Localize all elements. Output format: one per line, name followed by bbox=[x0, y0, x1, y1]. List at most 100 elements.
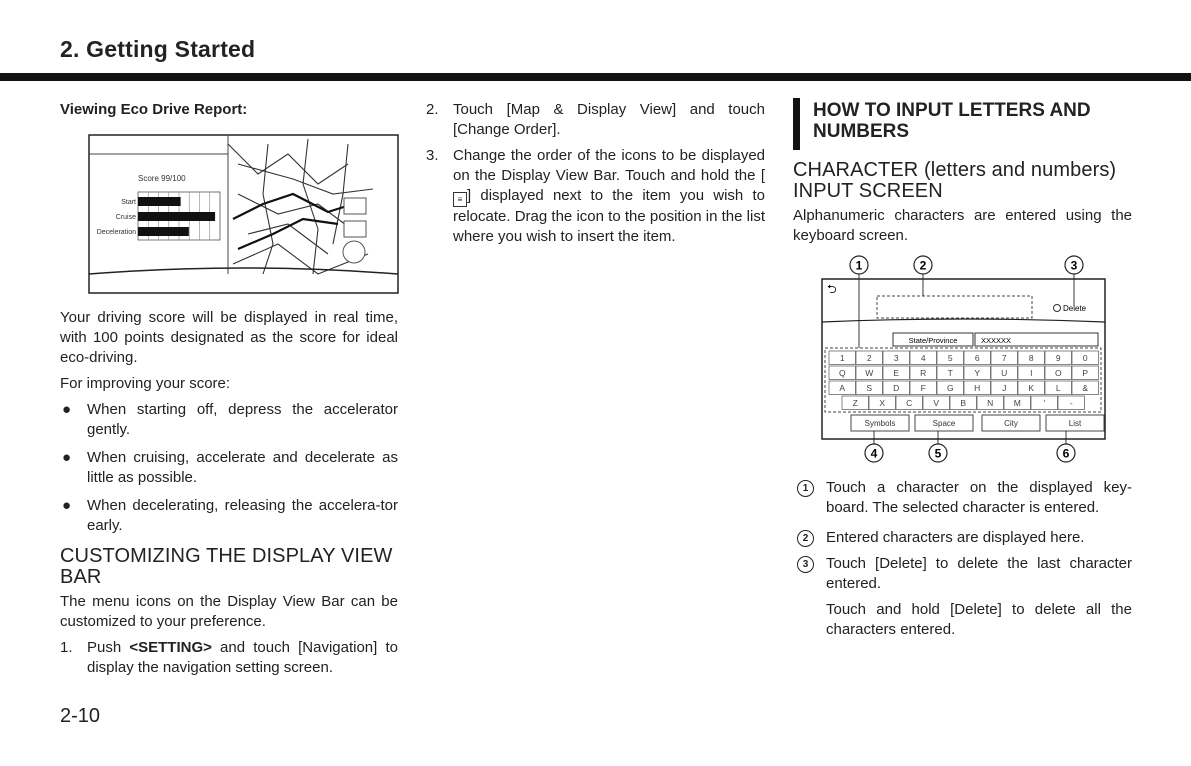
keyboard-key[interactable] bbox=[868, 395, 896, 410]
score-label: Score 99/100 bbox=[138, 174, 186, 183]
callout-text: Touch a character on the displayed key-b… bbox=[826, 479, 1132, 516]
keyboard-key[interactable] bbox=[1057, 395, 1085, 410]
keyboard-key-label: 0 bbox=[1083, 353, 1088, 363]
keyboard-bottom-button[interactable] bbox=[850, 414, 910, 432]
keyboard-key-label: O bbox=[1055, 368, 1062, 378]
section-title-customize: CUSTOMIZING THE DISPLAY VIEW BAR bbox=[60, 545, 393, 588]
bullet-item: ●When cruising, accelerate and decelerat… bbox=[62, 449, 398, 486]
keyboard-key[interactable] bbox=[936, 365, 964, 380]
keyboard-bottom-button-label: List bbox=[1069, 419, 1082, 428]
keyboard-key[interactable] bbox=[976, 395, 1004, 410]
callout-number: 2 bbox=[797, 530, 814, 547]
keyboard-key-label: & bbox=[1082, 383, 1088, 393]
step-text-post: and touch [Navigation] to display the na… bbox=[87, 639, 398, 676]
keyboard-key-label: A bbox=[839, 383, 845, 393]
keyboard-key[interactable] bbox=[1044, 365, 1072, 380]
state-value: XXXXXX bbox=[981, 336, 1011, 345]
keyboard-key[interactable] bbox=[882, 380, 910, 395]
keyboard-key-label: 1 bbox=[840, 353, 845, 363]
bullet-text: When decelerating, releasing the acceler… bbox=[87, 497, 398, 534]
keyboard-key[interactable] bbox=[990, 380, 1018, 395]
keyboard-key[interactable] bbox=[909, 365, 937, 380]
eco-report-illustration: Score 99/100 Start Cruise Deceleration bbox=[88, 134, 399, 294]
callout-circle bbox=[928, 443, 948, 463]
callout-text: Entered characters are displayed here. bbox=[826, 529, 1085, 546]
keyboard-key[interactable] bbox=[949, 395, 977, 410]
keyboard-key[interactable] bbox=[963, 380, 991, 395]
bullet-item: ●When decelerating, releasing the accele… bbox=[62, 497, 398, 534]
paragraph-keyboard-intro: Alphanumeric characters are entered usin… bbox=[793, 207, 1132, 244]
callout-number-label: 5 bbox=[935, 447, 942, 461]
keyboard-bottom-button[interactable] bbox=[1045, 414, 1105, 432]
keyboard-key[interactable] bbox=[936, 380, 964, 395]
back-icon: ⮌ bbox=[827, 282, 837, 296]
delete-button-label: Delete bbox=[1063, 304, 1087, 313]
callout-circle bbox=[849, 255, 869, 275]
subsection-title: CHARACTER (letters and numbers) INPUT SC… bbox=[793, 159, 1117, 202]
keyboard-key[interactable] bbox=[1071, 350, 1099, 365]
keyboard-key-label: S bbox=[866, 383, 872, 393]
keyboard-key-label: K bbox=[1028, 383, 1034, 393]
keyboard-key[interactable] bbox=[1030, 395, 1058, 410]
callout-number-label: 3 bbox=[1071, 259, 1078, 273]
keyboard-key[interactable] bbox=[882, 365, 910, 380]
keyboard-key[interactable] bbox=[828, 380, 856, 395]
bullet-text: When cruising, accelerate and decelerate… bbox=[87, 449, 398, 486]
keyboard-key[interactable] bbox=[841, 395, 869, 410]
step-number: 1. bbox=[60, 639, 73, 656]
keyboard-bottom-button[interactable] bbox=[914, 414, 974, 432]
keyboard-key[interactable] bbox=[828, 350, 856, 365]
step-item: 1. Push <SETTING> and touch [Navigation]… bbox=[60, 638, 398, 678]
keyboard-key[interactable] bbox=[895, 395, 923, 410]
keyboard-key[interactable] bbox=[963, 350, 991, 365]
callout-number-label: 1 bbox=[856, 259, 863, 273]
paragraph-improving: For improving your score: bbox=[60, 375, 231, 392]
callout-item: 1 Touch a character on the displayed key-… bbox=[793, 478, 1132, 518]
row-label-deceleration: Deceleration bbox=[97, 229, 136, 236]
keyboard-key[interactable] bbox=[909, 380, 937, 395]
keyboard-key-label: X bbox=[879, 398, 885, 408]
callout-circle bbox=[913, 255, 933, 275]
keyboard-key-label: E bbox=[893, 368, 899, 378]
keyboard-key[interactable] bbox=[1017, 350, 1045, 365]
keyboard-key-label: 2 bbox=[867, 353, 872, 363]
keyboard-key[interactable] bbox=[1017, 380, 1045, 395]
keyboard-key[interactable] bbox=[855, 365, 883, 380]
keyboard-key[interactable] bbox=[963, 365, 991, 380]
keyboard-key[interactable] bbox=[990, 350, 1018, 365]
state-province-label: State/Province bbox=[909, 336, 958, 345]
callout-number: 3 bbox=[797, 556, 814, 573]
keyboard-key[interactable] bbox=[909, 350, 937, 365]
keyboard-key[interactable] bbox=[828, 365, 856, 380]
keyboard-key-label: D bbox=[893, 383, 899, 393]
callout-circle bbox=[1064, 255, 1084, 275]
keyboard-key-label: J bbox=[1002, 383, 1006, 393]
keyboard-key[interactable] bbox=[990, 365, 1018, 380]
eco-report-subhead: Viewing Eco Drive Report: bbox=[60, 101, 248, 118]
keyboard-key-label: N bbox=[987, 398, 993, 408]
keyboard-key[interactable] bbox=[1071, 380, 1099, 395]
callout-number: 1 bbox=[797, 480, 814, 497]
keyboard-key-label: 4 bbox=[921, 353, 926, 363]
keyboard-key[interactable] bbox=[1017, 365, 1045, 380]
keyboard-key[interactable] bbox=[882, 350, 910, 365]
keyboard-key[interactable] bbox=[855, 380, 883, 395]
step-text: Touch [Map & Display View] and touch [Ch… bbox=[453, 101, 765, 138]
keyboard-key[interactable] bbox=[936, 350, 964, 365]
score-bar bbox=[138, 197, 181, 206]
keyboard-key[interactable] bbox=[922, 395, 950, 410]
keyboard-key-label: L bbox=[1056, 383, 1061, 393]
callout-text: Touch [Delete] to delete the last charac… bbox=[826, 555, 1132, 592]
keyboard-key-label: 8 bbox=[1029, 353, 1034, 363]
keyboard-key[interactable] bbox=[1003, 395, 1031, 410]
keyboard-key[interactable] bbox=[1071, 365, 1099, 380]
paragraph-customize-intro: The menu icons on the Display View Bar c… bbox=[60, 593, 398, 630]
keyboard-key[interactable] bbox=[855, 350, 883, 365]
callout-number-label: 4 bbox=[871, 447, 878, 461]
keyboard-key[interactable] bbox=[1044, 350, 1072, 365]
callout-item: 3 Touch [Delete] to delete the last chara… bbox=[793, 554, 1132, 594]
keyboard-bottom-button[interactable] bbox=[981, 414, 1041, 432]
score-bar bbox=[138, 212, 216, 221]
keyboard-key[interactable] bbox=[1044, 380, 1072, 395]
